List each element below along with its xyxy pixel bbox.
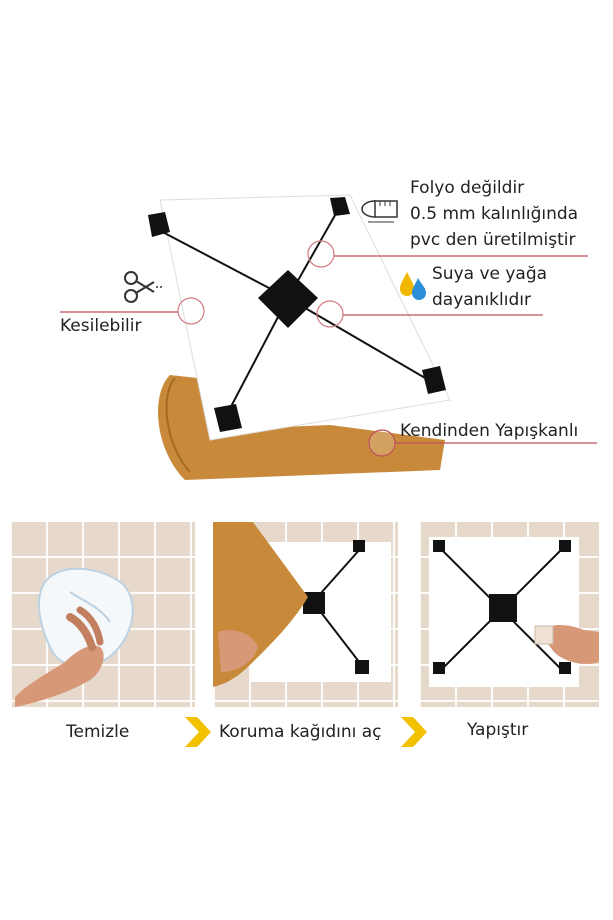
- step-clean-image: [10, 522, 195, 707]
- chevron-right-icon: [401, 717, 427, 747]
- adhesive-backing: [158, 375, 445, 480]
- step-apply-image: [419, 522, 599, 707]
- step-label-clean: Temizle: [66, 722, 130, 742]
- applied-sticker: [429, 537, 599, 687]
- feature-material-line2: 0.5 mm kalınlığında: [410, 204, 579, 224]
- step-peel-image: [213, 522, 398, 707]
- feature-material-line3: pvc den üretilmiştir: [410, 230, 576, 250]
- tape-measure-icon: [361, 200, 398, 223]
- tile-sticker-graphic: [60, 194, 597, 480]
- product-illustration: Folyo değildir 0.5 mm kalınlığında pvc d…: [60, 178, 597, 480]
- water-drop-icon: [400, 272, 426, 300]
- feature-water-line1: Suya ve yağa: [432, 264, 548, 284]
- scissors-icon: [124, 271, 164, 303]
- center-marble-square: [258, 270, 318, 328]
- sticker-sheet: [159, 194, 451, 441]
- peeling-backing: [213, 522, 391, 687]
- feature-water-line2: dayanıklıdır: [432, 290, 531, 310]
- feature-cut: Kesilebilir: [60, 316, 142, 336]
- chevron-right-icon: [185, 717, 211, 747]
- feature-adhesive: Kendinden Yapışkanlı: [400, 421, 579, 441]
- step-label-apply: Yapıştır: [467, 720, 529, 740]
- cleaning-cloth-hand: [15, 567, 134, 707]
- step-label-peel: Koruma kağıdını aç: [219, 722, 382, 742]
- feature-material-line1: Folyo değildir: [410, 178, 525, 198]
